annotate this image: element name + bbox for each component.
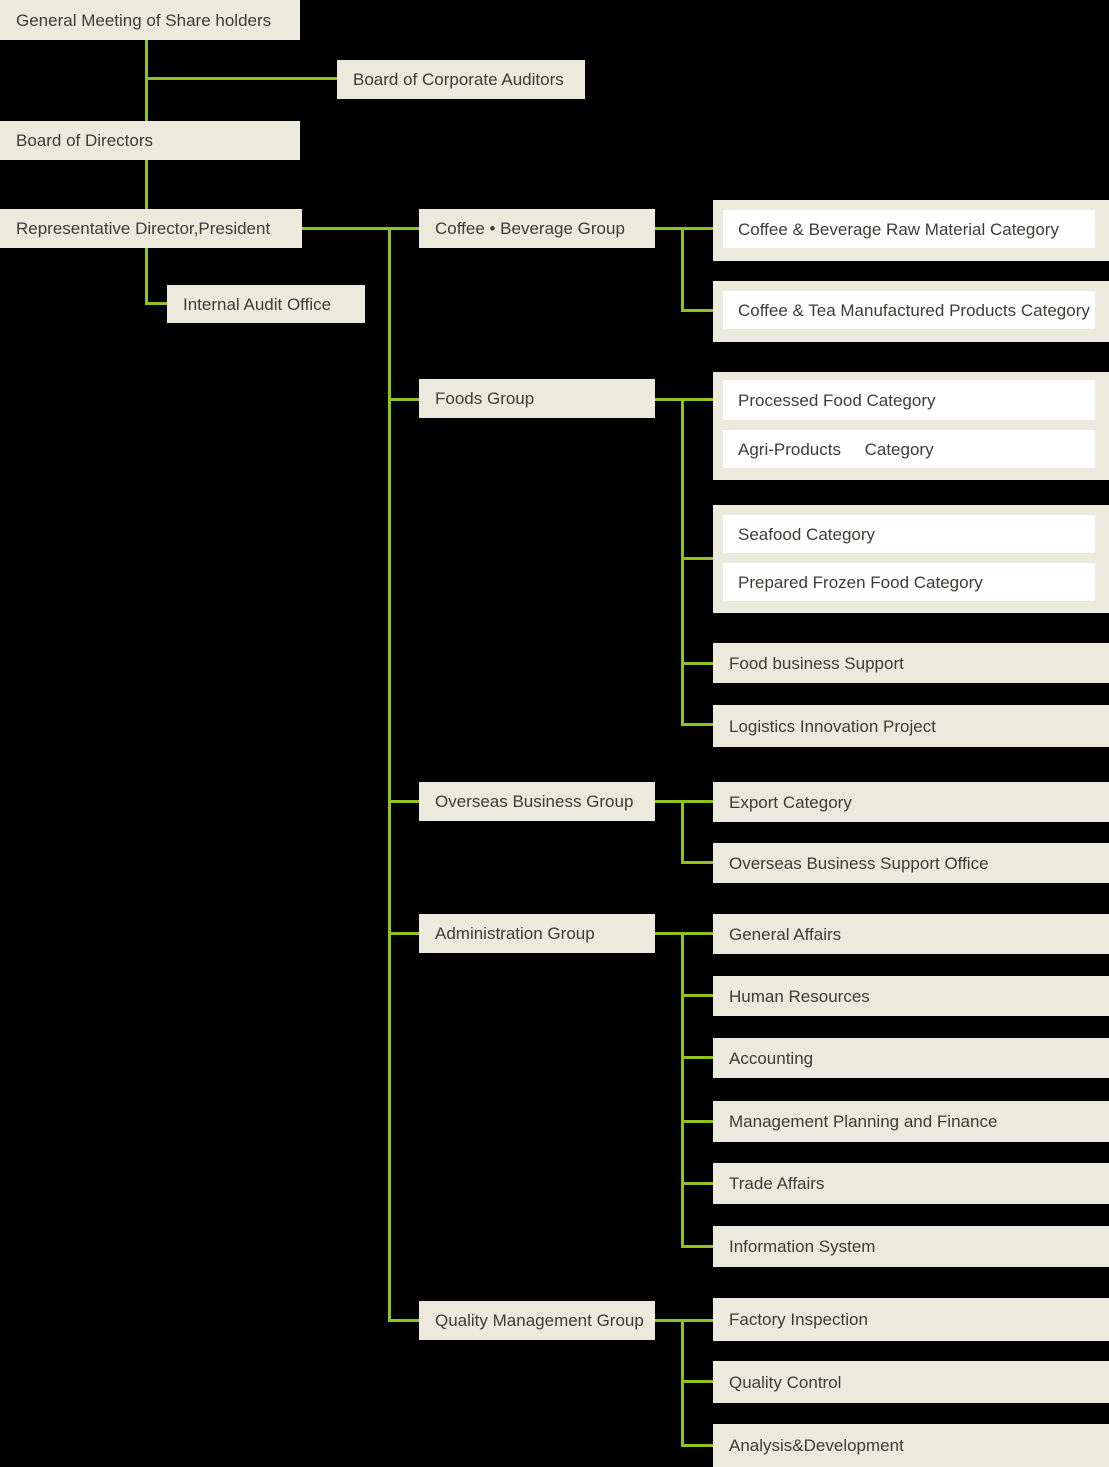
connector-line [145,77,337,80]
administration-group: Administration Group [419,914,655,953]
overseas-business-group: Overseas Business Group [419,782,655,821]
coffee-beverage-group: Coffee • Beverage Group [419,209,655,248]
connector-line [681,1444,713,1447]
connector-line [655,932,713,935]
overseas-business-support-office: Overseas Business Support Office [713,843,1109,883]
connector-line [681,1056,713,1059]
board-of-directors: Board of Directors [0,121,300,160]
internal-audit-office: Internal Audit Office [167,285,365,323]
factory-inspection: Factory Inspection [713,1298,1109,1341]
food-business-support: Food business Support [713,643,1109,683]
export-category: Export Category [713,782,1109,822]
analysis-development: Analysis&Development [713,1424,1109,1467]
connector-line [681,227,684,312]
connector-line [145,160,148,209]
connector-line [681,557,713,560]
connector-line [681,994,713,997]
board-of-corporate-auditors: Board of Corporate Auditors [337,60,585,99]
connector-line [681,662,713,665]
general-meeting: General Meeting of Share holders [0,0,300,40]
connector-line [388,932,419,935]
representative-director: Representative Director,President [0,209,302,248]
connector-line [655,1319,713,1322]
foods-group: Foods Group [419,379,655,418]
seafood-category: Seafood Category [723,515,1095,553]
connector-line [388,227,391,1322]
agri-products-category: Agri-Products Category [723,430,1095,468]
connector-line [681,932,684,1247]
connector-line [681,1380,713,1383]
connector-line [681,861,713,864]
connector-line [655,398,713,401]
accounting: Accounting [713,1038,1109,1078]
connector-line [388,800,419,803]
connector-line [681,1182,713,1185]
connector-line [681,1245,713,1248]
processed-food-category: Processed Food Category [723,380,1095,420]
general-affairs: General Affairs [713,914,1109,954]
connector-line [655,800,713,803]
human-resources: Human Resources [713,976,1109,1016]
connector-line [388,1319,419,1322]
coffee-tea-manufactured-products-category: Coffee & Tea Manufactured Products Categ… [723,291,1095,329]
category-frame-2: Coffee & Tea Manufactured Products Categ… [713,281,1109,342]
coffee-beverage-raw-material-category: Coffee & Beverage Raw Material Category [723,210,1095,248]
connector-line [145,248,148,305]
quality-control: Quality Control [713,1361,1109,1403]
quality-management-group: Quality Management Group [419,1301,655,1340]
category-frame-1: Coffee & Beverage Raw Material Category [713,200,1109,261]
connector-line [681,309,713,312]
management-planning-and-finance: Management Planning and Finance [713,1101,1109,1142]
connector-line [681,800,684,864]
information-system: Information System [713,1226,1109,1267]
prepared-frozen-food-category: Prepared Frozen Food Category [723,563,1095,601]
connector-line [681,1120,713,1123]
connector-line [145,302,167,305]
connector-line [145,40,148,121]
connector-line [681,398,684,726]
connector-line [681,723,713,726]
connector-line [681,1319,684,1447]
trade-affairs: Trade Affairs [713,1163,1109,1204]
connector-line [388,398,419,401]
connector-line [302,227,419,230]
logistics-innovation-project: Logistics Innovation Project [713,705,1109,747]
connector-line [655,227,713,230]
